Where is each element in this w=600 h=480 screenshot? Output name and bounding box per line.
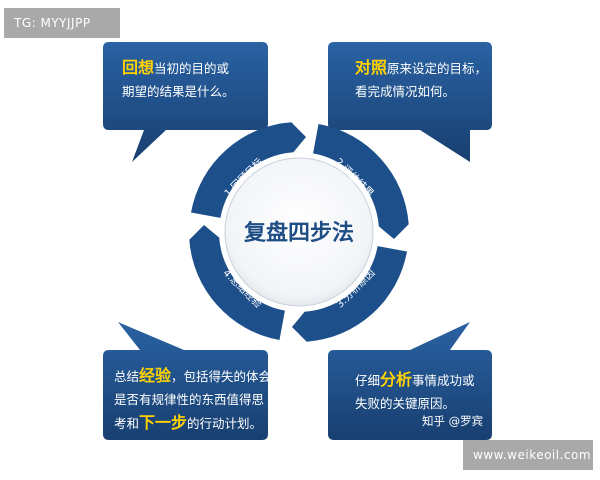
callout-summarize-text3: 的行动计划。 (187, 416, 263, 431)
tg-badge: TG: MYYJJPP (4, 8, 120, 38)
callout-analyze-line2: 失败的关键原因。 (355, 396, 456, 411)
highlight-next-step: 下一步 (139, 413, 188, 432)
callout-summarize: 总结经验，包括得失的体会， 是否有规律性的东西值得思 考和下一步的行动计划。 (114, 364, 284, 435)
callout-summarize-pre3: 考和 (114, 416, 140, 431)
callout-compare-line1: 对照原来设定的目标， (355, 56, 505, 80)
highlight-experience: 经验 (139, 366, 172, 385)
ring-segment-1 (191, 122, 306, 218)
callout-summarize-pre1: 总结 (114, 369, 140, 384)
callout-review-text1: 当初的目的或 (154, 61, 230, 76)
ring-segment-4 (189, 225, 285, 340)
callout-box-review (103, 42, 268, 162)
highlight-compare: 对照 (355, 58, 388, 77)
callout-analyze-pre1: 仔细 (355, 373, 381, 388)
callout-summarize-text1: ，包括得失的体会， (171, 369, 284, 384)
site-badge: www.weikeoil.com (463, 440, 593, 470)
highlight-review: 回想 (122, 58, 155, 77)
ring-segment-3 (292, 246, 407, 342)
callout-analyze-line1: 仔细分析事情成功或 (355, 368, 495, 392)
callout-review: 回想当初的目的或 期望的结果是什么。 (122, 56, 270, 103)
callout-summarize-line3: 考和下一步的行动计划。 (114, 411, 276, 435)
callout-summarize-line2: 是否有规律性的东西值得思 (114, 392, 265, 407)
zhihu-watermark: 知乎 @罗宾 (422, 414, 484, 428)
callout-box-analyze (328, 322, 492, 440)
center-disk (224, 157, 374, 307)
callout-compare-line2: 看完成情况如何。 (355, 84, 456, 99)
callout-compare: 对照原来设定的目标， 看完成情况如何。 (355, 56, 505, 103)
callout-summarize-line1: 总结经验，包括得失的体会， (114, 364, 284, 388)
callout-compare-text1: 原来设定的目标， (387, 61, 488, 76)
ring-segment-2 (313, 124, 409, 239)
center-title: 复盘四步法 (243, 220, 354, 246)
callout-review-line1: 回想当初的目的或 (122, 56, 270, 80)
highlight-analyze: 分析 (380, 370, 413, 389)
callout-analyze: 仔细分析事情成功或 失败的关键原因。 (355, 368, 495, 415)
callout-analyze-text1: 事情成功或 (412, 373, 475, 388)
callout-box-summarize (103, 322, 268, 440)
callout-review-line2: 期望的结果是什么。 (122, 84, 235, 99)
callout-box-compare (328, 42, 492, 162)
